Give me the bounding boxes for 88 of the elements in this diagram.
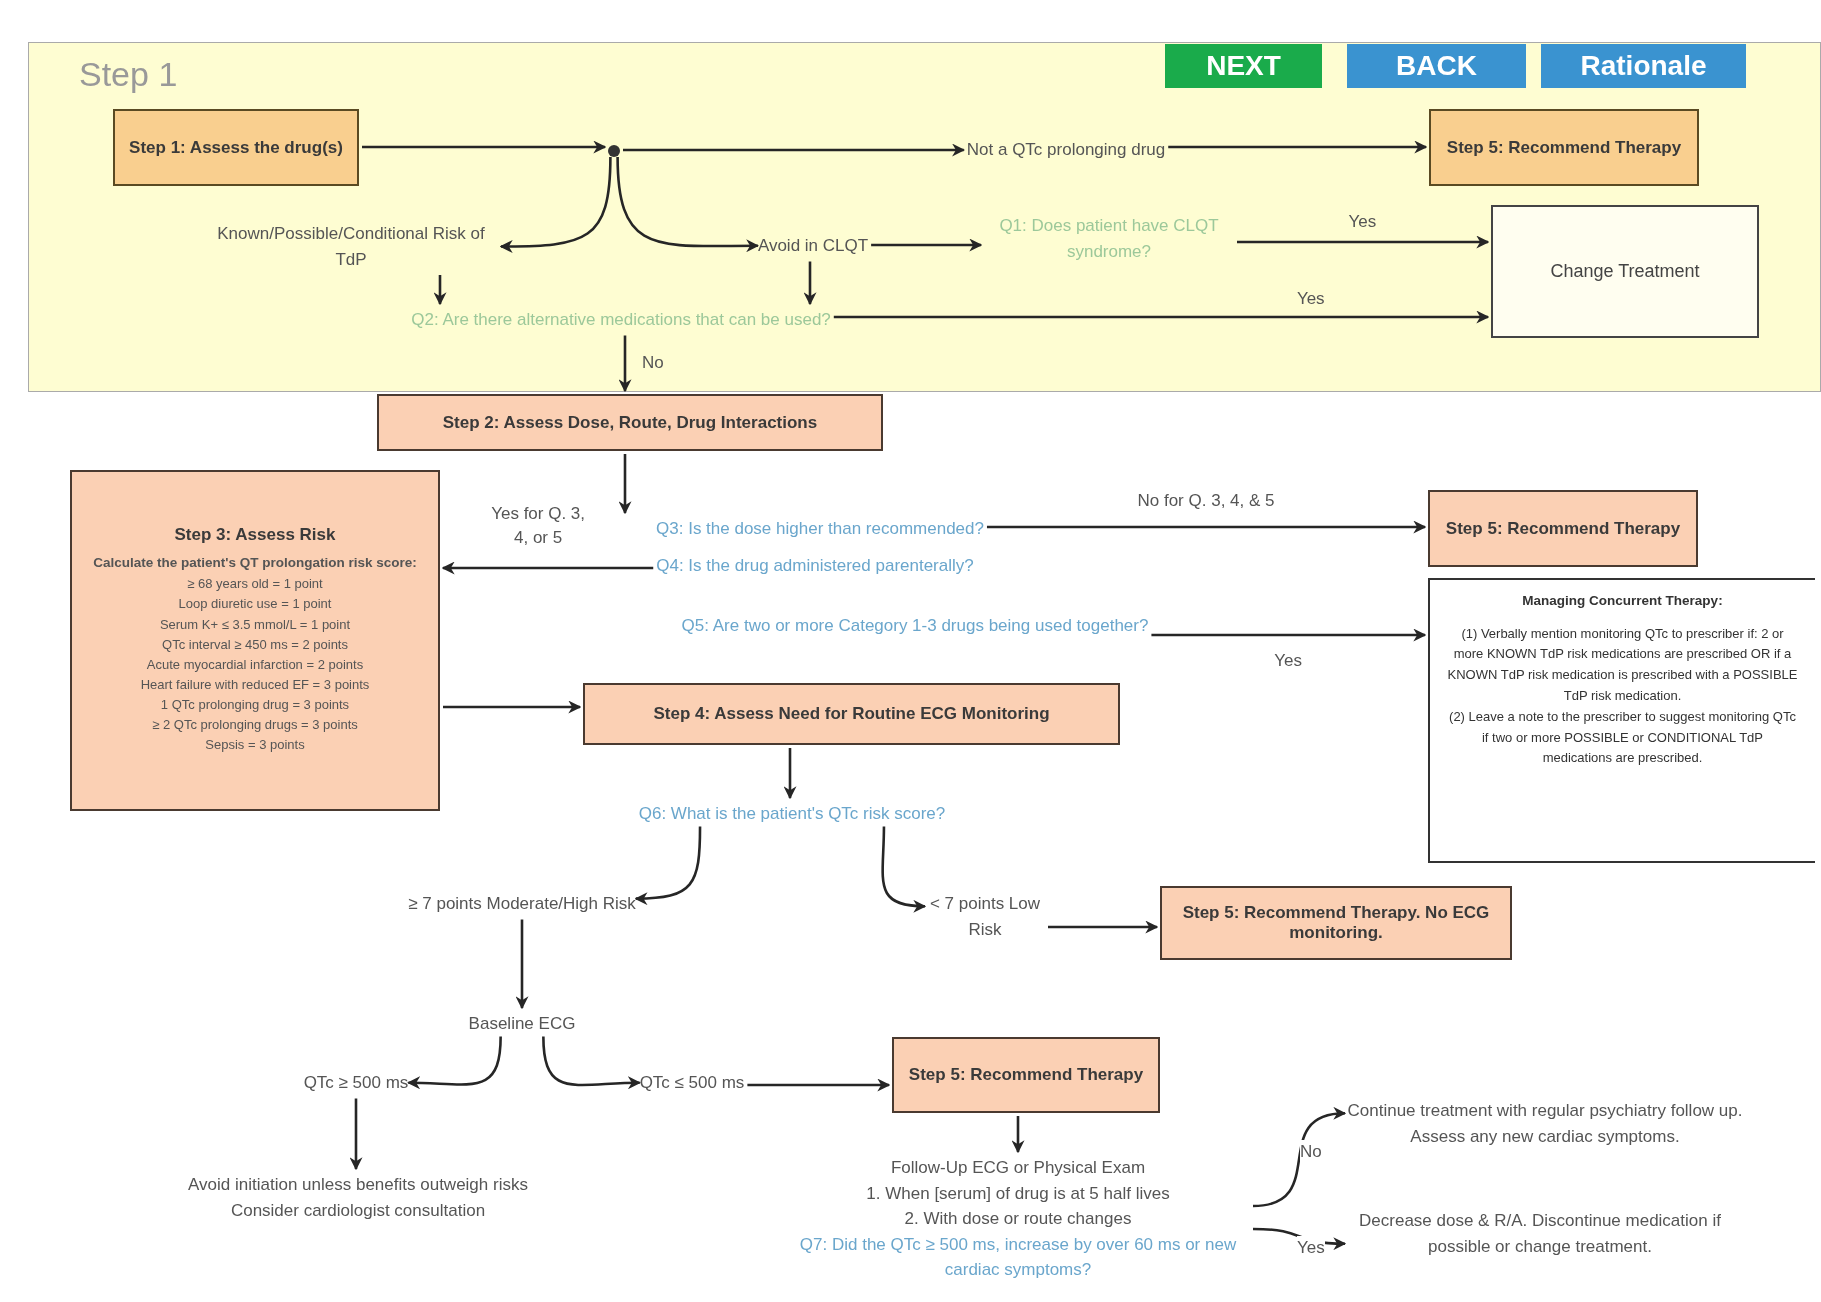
box-text: ≥ 2 QTc prolonging drugs = 3 points [152,716,358,735]
box-text: 1 QTc prolonging drug = 3 points [160,696,350,715]
box-heading: Step 3: Assess Risk [174,525,336,546]
step-panel [28,42,1821,392]
back-button: BACK [1347,44,1526,88]
arrow [441,561,654,575]
panel-heading: Step 1 [79,55,178,94]
flow-text: Avoid in CLQT [757,233,869,259]
arrow [362,140,607,154]
process-box [1491,205,1759,338]
flow-text: Q5: Are two or more Category 1-3 drugs being used together? [681,613,1149,639]
arrow [618,454,632,515]
arrow [618,335,632,393]
flow-text: Consider cardiologist consultation [229,1199,487,1222]
arrow [623,143,966,157]
process-box [113,109,359,186]
process-box [1428,490,1698,567]
flow-text: Q4: Is the drug administered parenterally? [656,553,974,579]
box-text: Step 4: Assess Need for Routine ECG Monitoring [653,704,1050,724]
arrow [1011,1116,1025,1154]
box-text: Calculate the patient's QT prolongation risk score: [93,554,417,573]
question-text: Q7: Did the QTc ≥ 500 ms, increase by over 60 ms or new cardiac symptoms? [798,1233,1238,1281]
process-box [1160,886,1512,960]
note-box [1428,578,1815,863]
arrow [407,1036,502,1090]
arrow [542,1036,641,1090]
flow-text: Q2: Are there alternative medications that can be used? [411,307,831,333]
flow-text: Follow-Up ECG or Physical Exam [889,1157,1147,1179]
flow-text: Q3: Is the dose higher than recommended? [656,516,984,542]
flow-text: Q6: What is the patient's QTc risk score? [638,801,946,827]
flow-text: < 7 points Low Risk [925,891,1045,942]
arrow [443,700,582,714]
next-button: NEXT [1165,44,1322,88]
box-text: Loop diuretic use = 1 point [178,595,332,614]
box-text: Heart failure with reduced EF = 3 points [140,676,370,695]
box-text: Step 5: Recommend Therapy [1445,518,1681,539]
flow-text: Avoid initiation unless benefits outweigh risks [188,1174,528,1196]
arrow [515,919,529,1010]
box-text: Serum K+ ≤ 3.5 mmol/L = 1 point [159,615,351,634]
arrow [499,156,612,253]
flow-text: Q1: Does patient have CLQT syndrome? [984,213,1234,264]
box-text: Change Treatment [1550,261,1700,282]
box-text: Acute myocardial infarction = 2 points [146,655,364,674]
flow-text: Continue treatment with regular psychiatry follow up. Assess any new cardiac symptoms. [1345,1098,1745,1149]
box-text: ≥ 68 years old = 1 point [187,575,323,594]
box-heading: Managing Concurrent Therapy: [1522,592,1723,610]
flow-text: Decrease dose & R/A. Discontinue medication if possible or change treatment. [1345,1208,1735,1259]
junction-dot [608,145,620,157]
arrow [1252,1108,1347,1208]
flow-text: QTc ≤ 500 ms [639,1070,745,1096]
box-text: Step 5: Recommend Therapy [1446,137,1682,158]
arrow [1237,235,1490,249]
box-text: Step 2: Assess Dose, Route, Drug Interactions [442,412,818,433]
flow-text: QTc ≥ 500 ms [303,1070,409,1096]
arrow [803,261,817,306]
box-text: Step 5: Recommend Therapy. No ECG monitoring. [1181,903,1491,943]
arrow [634,826,702,905]
flow-text: ≥ 7 points Moderate/High Risk [408,891,636,917]
box-text: Sepsis = 3 points [205,736,305,755]
arrow [1048,920,1159,934]
arrow [783,748,797,800]
arrow [349,1098,363,1171]
arrow [1168,140,1428,154]
flow-text: Baseline ECG [468,1011,576,1037]
box-text: Step 5: Recommend Therapy [908,1065,1144,1085]
process-box [892,1037,1160,1113]
arrow [881,826,927,913]
box-text: Step 1: Assess the drug(s) [129,137,343,158]
edge-label: No [1300,1139,1322,1164]
flow-text: 1. When [serum] of drug is at 5 half lives [865,1182,1171,1205]
arrow [616,156,760,253]
box-text: (1) Verbally mention monitoring QTc to prescriber if: 2 or more KNOWN TdP risk medications are prescribed OR if a KNOWN TdP risk medication is prescribed with a POSSIBLE TdP risk medication. [1446,624,1799,705]
box-text: (2) Leave a note to the prescriber to suggest monitoring QTc if two or more POSSIBLE or CONDITIONAL TdP medications are prescribed. [1448,707,1797,768]
arrow [833,310,1490,324]
process-box [377,394,883,451]
process-box [70,470,440,811]
flow-text: Not a QTc prolonging drug [966,137,1166,163]
flow-text: 2. With dose or route changes [903,1208,1133,1230]
arrow [871,238,983,252]
flow-text: Known/Possible/Conditional Risk of TdP [201,221,501,272]
arrow [986,520,1427,534]
arrow [747,1078,891,1092]
box-text: QTc interval ≥ 450 ms = 2 points [162,635,348,654]
arrow [1151,628,1427,642]
process-box [1429,109,1699,186]
arrow [433,275,447,306]
process-box [583,683,1120,745]
rationale-button: Rationale [1541,44,1746,88]
